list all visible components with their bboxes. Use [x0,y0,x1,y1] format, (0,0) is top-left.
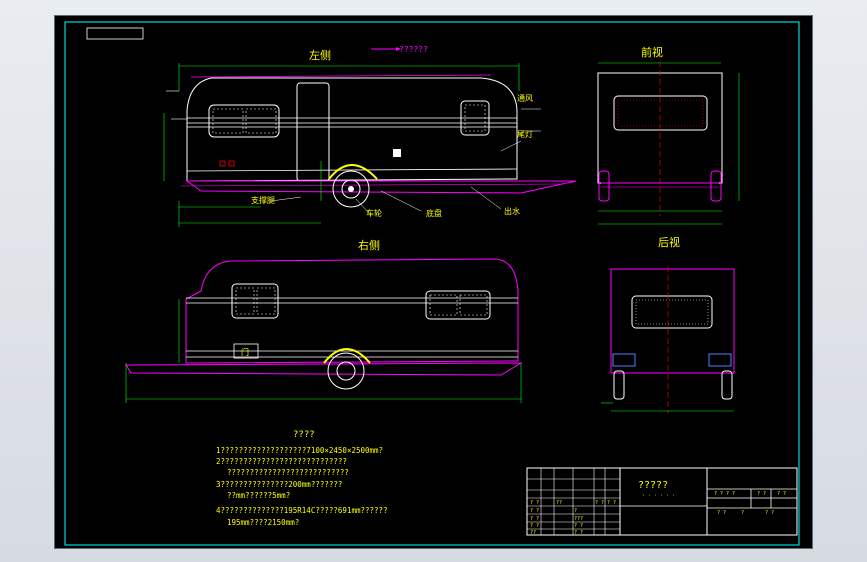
front-view-label: 前视 [641,45,663,59]
left-chassis [185,180,577,194]
direction-text: ?????? [399,45,428,54]
callout-jack: 支撑腿 [251,195,275,205]
tb-cell: ?? [530,530,536,536]
trailer-drawing: 左侧 ?????? [64,21,800,546]
note-line-6: 4??????????????195R14C?????691mm?????? [216,506,388,515]
tb-right-cell: ? ? [765,510,774,516]
left-view-label: 左侧 [309,49,331,62]
left-door [296,82,330,182]
note-line-7: 195mm????2150mm? [227,518,299,527]
note-line-3: ??????????????????????????? [227,468,349,477]
note-line-5: ??mm??????5mm? [227,491,290,500]
tb-right-cell: ? ? [717,510,726,516]
left-side-view: 左侧 ?????? [163,45,577,227]
sheet-label-box [86,27,144,40]
note-line-1: 1???????????????????7100×2450×2500mm? [216,446,383,455]
callout-lamp: 尾灯 [517,129,533,139]
right-side-view: 右侧 门 [125,238,523,403]
tb-cell: ? ? [574,530,583,536]
callout-chassis: 底盘 [426,208,442,218]
left-body-outline [186,77,518,182]
note-line-4: 3???????????????200mm??????? [216,480,342,489]
tb-cell: ? ? [574,523,583,529]
callout-door: 门 [241,347,249,357]
tb-right-cell: ? ? ? ? [714,491,735,497]
callout-outlet: 出水 [504,206,520,216]
title-block: ????? · · · · · · ? ? ? ? ? ? ? ? ?? ?? … [526,467,798,536]
callout-vent: 通风 [517,93,533,103]
front-view: 前视 [597,45,740,225]
tb-cell: ? ? [607,500,616,506]
tb-cell: ? ? [530,523,539,529]
title-block-name: ????? [638,480,668,491]
rear-view-label: 后视 [658,235,680,249]
notes-title: ???? [293,430,315,440]
tb-cell: ??? [574,516,583,522]
tb-cell: ? ? [530,500,539,506]
right-wheel [327,352,365,390]
technical-notes: ???? 1???????????????????7100×2450×2500m… [216,430,388,527]
note-line-2: 2???????????????????????????? [216,457,347,466]
tb-right-cell: ? [741,510,744,516]
title-block-sub: · · · · · · [642,493,675,499]
right-body-outline [185,258,519,364]
sheet-border [64,21,800,546]
tb-cell: ? ? [530,516,539,522]
rear-view: 后视 [601,235,735,413]
drawing-canvas[interactable]: 左侧 ?????? [54,15,813,549]
tb-cell: ? ? [595,500,604,506]
callout-wheel: 车轮 [366,208,382,218]
left-wheel [332,170,370,208]
right-view-label: 右侧 [358,238,380,252]
tb-cell: ? [574,508,577,514]
tb-right-cell: ? ? [777,491,786,497]
tb-cell: ?? [556,500,562,506]
tb-cell: ? ? [530,508,539,514]
tb-right-cell: ? ? [757,491,766,497]
